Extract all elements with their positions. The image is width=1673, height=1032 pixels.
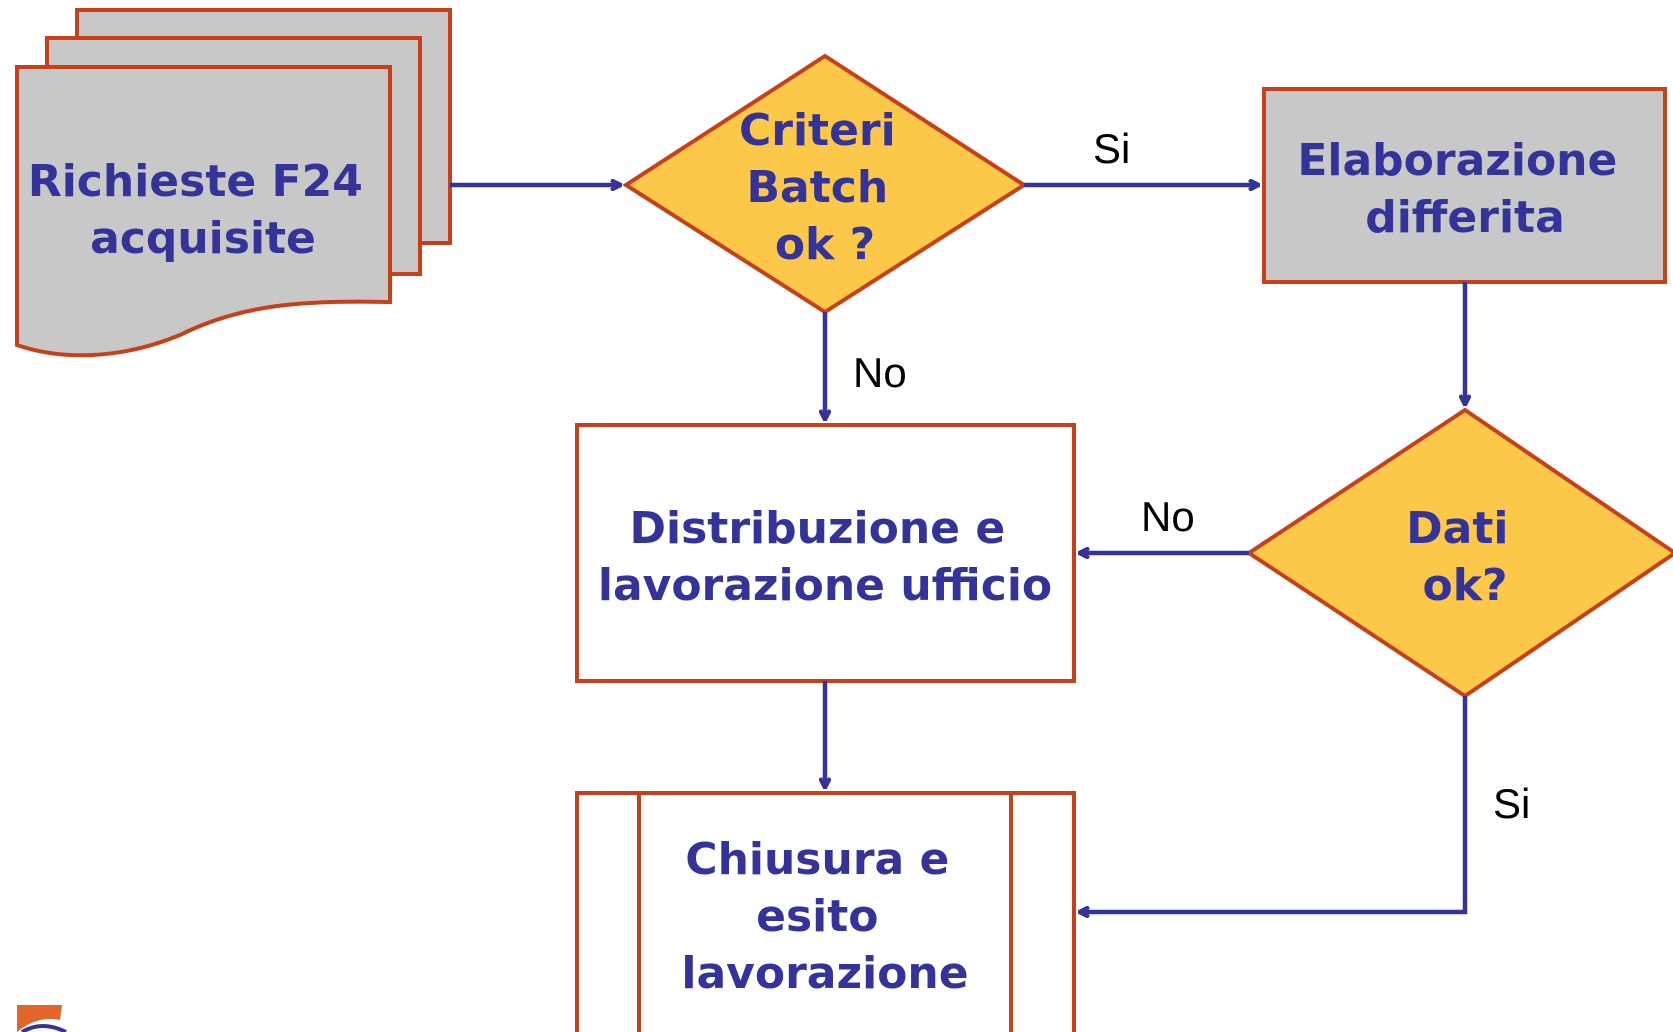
edge-label-criteri-no: No — [853, 349, 907, 396]
node-elaborazione-line-1: Elaborazione — [1297, 135, 1617, 186]
node-dati-decision: Dati ok? — [1245, 407, 1673, 699]
node-richieste-multidocument: Richieste F24 acquisite — [15, 8, 452, 358]
node-richieste-line-1: Richieste F24 — [28, 156, 363, 207]
edge-label-criteri-si: Si — [1093, 125, 1130, 172]
edge-label-dati-no: No — [1141, 493, 1195, 540]
svg-text:Chiusura e esito l: Chiusura e esito lavorazione — [681, 834, 968, 999]
node-elaborazione-line-2: differita — [1365, 192, 1565, 243]
node-chiusura-line-2: esito — [756, 891, 878, 942]
node-criteri-decision: Criteri Batch ok ? — [622, 53, 1028, 315]
node-criteri-line-1: Criteri — [739, 105, 896, 156]
node-dati-line-2: ok? — [1422, 560, 1507, 611]
logo-fragment — [17, 1005, 67, 1032]
node-criteri-line-2: Batch — [747, 162, 889, 213]
node-distribuzione-process: Distribuzione e lavorazione ufficio — [575, 423, 1076, 683]
node-distribuzione-line-2: lavorazione ufficio — [598, 560, 1052, 611]
svg-text:Richieste F24 acquisite: Richieste F24 acquisite — [28, 156, 378, 264]
node-richieste-line-2: acquisite — [90, 213, 316, 264]
node-dati-line-1: Dati — [1406, 503, 1508, 554]
node-chiusura-line-3: lavorazione — [681, 948, 968, 999]
node-elaborazione-process: Elaborazione differita — [1262, 87, 1667, 284]
svg-text:Elaborazione differita: Elaborazione differita — [1297, 135, 1632, 243]
node-criteri-line-3: ok ? — [775, 219, 875, 270]
node-chiusura-predefined-process: Chiusura e esito lavorazione — [575, 791, 1076, 1032]
edge-label-dati-si: Si — [1493, 780, 1530, 827]
node-chiusura-line-1: Chiusura e — [685, 834, 949, 885]
svg-text:Distribuzione e lavorazi: Distribuzione e lavorazione ufficio — [598, 503, 1052, 611]
connectors — [450, 185, 1465, 912]
svg-text:Dati ok?: Dati ok? — [1406, 503, 1524, 611]
connector-dati-to-chiusura — [1080, 696, 1468, 912]
svg-text:Criteri Batch ok ?: Criteri Batch ok ? — [739, 105, 911, 270]
node-distribuzione-line-1: Distribuzione e — [629, 503, 1005, 554]
